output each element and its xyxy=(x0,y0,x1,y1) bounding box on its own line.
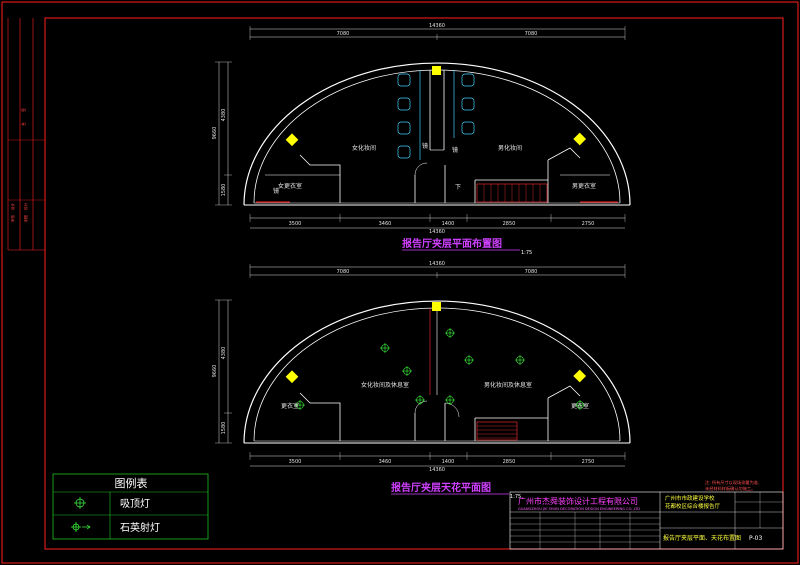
top-lamp-right xyxy=(573,132,587,146)
inner-border xyxy=(44,17,784,550)
top-lamp-center xyxy=(432,66,441,75)
side-label-1: 名 xyxy=(20,122,26,126)
side-strip: 签 名 设计 审核 校对 制图 xyxy=(7,18,45,251)
ceiling-lamp-icon xyxy=(464,355,474,365)
title-company: 广州市杰舜装饰设计工程有限公司 xyxy=(518,496,638,506)
top-mirror-right: 镜 xyxy=(452,146,458,154)
side-label-0: 签 xyxy=(20,108,26,112)
bottom-seg-4: 2750 xyxy=(582,459,595,465)
title-drawing-name: 报告厅夹层平面、天花布置图 xyxy=(663,534,741,542)
top-plan-scale: 1:75 xyxy=(521,250,532,256)
top-mirror-left: 镜 xyxy=(273,187,279,195)
bottom-seg-0: 3500 xyxy=(289,459,302,465)
bottom-height-upper: 4380 xyxy=(221,347,227,360)
plan-top: 14360 7080 7080 9660 4380 1580 xyxy=(212,23,631,256)
top-lamp-left xyxy=(285,133,299,147)
top-room-left-small: 女更衣室 xyxy=(278,182,302,190)
top-height-total: 9660 xyxy=(212,127,218,140)
top-makeup-chairs xyxy=(397,70,475,160)
bottom-lamp-left xyxy=(285,370,299,384)
ceiling-lamp-icon xyxy=(445,395,455,405)
bottom-height-lower: 1580 xyxy=(221,422,227,435)
bottom-lamp-center xyxy=(432,302,441,311)
ceiling-lamps xyxy=(295,328,585,410)
top-seg-3: 2850 xyxy=(503,221,516,227)
bottom-room-left-main: 女化妆间及休息室 xyxy=(361,381,409,389)
top-stair xyxy=(476,183,548,203)
bottom-plan-title: 报告厅夹层天花平面图 xyxy=(391,481,491,494)
top-seg-1: 3460 xyxy=(379,221,392,227)
bottom-stair xyxy=(476,421,518,441)
top-half-dim-right: 7080 xyxy=(525,31,538,37)
ceiling-lamp-icon xyxy=(295,400,305,410)
title-project-line1: 广州市市政建设学校 xyxy=(665,494,715,502)
ceiling-lamp-icon xyxy=(415,395,425,405)
ceiling-lamp-icon xyxy=(445,328,455,338)
side-label-4: 校对 xyxy=(23,203,28,210)
side-label-3: 审核 xyxy=(10,215,15,222)
side-label-2: 设计 xyxy=(10,203,15,210)
bottom-room-right-main: 男化妆间及休息室 xyxy=(484,381,532,389)
legend-item-1-label: 石英射灯 xyxy=(120,521,160,534)
ceiling-lamp-icon xyxy=(380,343,390,353)
title-company-en: GUANGZHOU JIE SHUN DECORATION DESIGN ENG… xyxy=(518,507,640,511)
ceiling-lamp-legend-icon xyxy=(74,497,86,509)
ceiling-lamp-icon xyxy=(402,366,412,376)
bottom-half-dim-left: 7080 xyxy=(337,269,350,275)
side-label-5: 制图 xyxy=(23,215,28,222)
plan-bottom: 14360 7080 7080 9660 4380 1580 xyxy=(212,261,631,500)
top-down-label: 下 xyxy=(455,184,461,191)
bottom-overall-dim: 14360 xyxy=(429,261,445,267)
top-half-dim-left: 7080 xyxy=(337,31,350,37)
top-height-lower: 1580 xyxy=(221,184,227,197)
title-project-line2: 花都校区综合楼报告厅 xyxy=(665,502,721,510)
top-plan-title: 报告厅夹层平面布置图 xyxy=(402,237,502,250)
bottom-plan-scale: 1:75 xyxy=(510,494,521,500)
bottom-lamp-right xyxy=(573,369,587,383)
top-room-left-main: 女化妆间 xyxy=(352,144,376,152)
title-block: 注: 所有尺寸以现场测量为准, 未经材料样板确认勿施工。 广州市杰舜装饰设计工程… xyxy=(509,479,784,550)
legend-item-0-label: 吸顶灯 xyxy=(120,498,150,510)
bottom-room-right-small: 更衣室 xyxy=(571,402,589,410)
spotlight-legend-icon xyxy=(71,522,91,532)
top-height-upper: 4380 xyxy=(221,109,227,122)
title-note-line1: 注: 所有尺寸以现场测量为准, xyxy=(705,479,759,486)
top-room-right-small: 男更衣室 xyxy=(572,182,596,190)
top-seg-4: 2750 xyxy=(582,221,595,227)
ceiling-lamp-icon xyxy=(515,355,525,365)
bottom-height-total: 9660 xyxy=(212,365,218,378)
bottom-half-dim-right: 7080 xyxy=(525,269,538,275)
top-seg-2: 1400 xyxy=(442,221,455,227)
top-overall-dim: 14360 xyxy=(429,23,445,29)
ceiling-lamp-icon xyxy=(575,400,585,410)
title-drawing-no: P-03 xyxy=(749,535,762,542)
legend-title: 图例表 xyxy=(115,476,148,490)
legend-table: 图例表 吸顶灯 石英射灯 xyxy=(52,473,209,540)
top-bottom-total: 14360 xyxy=(429,229,445,235)
title-note-line2: 未经材料样板确认勿施工。 xyxy=(705,485,755,492)
top-mirror-center: 镜 xyxy=(422,142,428,150)
bottom-seg-1: 3460 xyxy=(379,459,392,465)
bottom-bottom-total: 14360 xyxy=(429,467,445,473)
top-room-right-main: 男化妆间 xyxy=(498,144,522,152)
bottom-room-left-small: 更衣室 xyxy=(281,402,299,410)
top-seg-0: 3500 xyxy=(289,221,302,227)
bottom-seg-3: 2850 xyxy=(503,459,516,465)
bottom-seg-2: 1400 xyxy=(442,459,455,465)
